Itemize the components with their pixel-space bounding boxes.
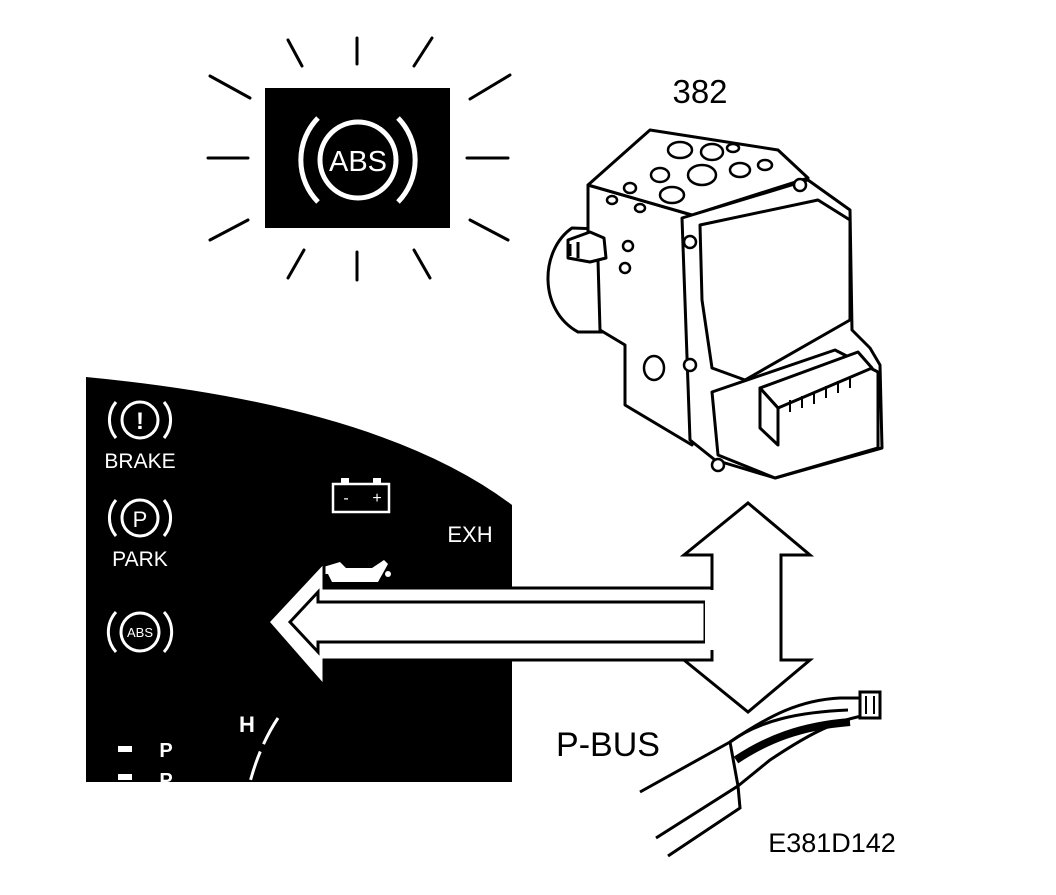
ray (468, 73, 512, 101)
park-label: PARK (112, 548, 168, 571)
oil-pressure-telltale (320, 560, 391, 582)
park-circle-icon (120, 498, 160, 538)
ray (208, 74, 252, 100)
right-bracket-icon (396, 116, 418, 204)
lamp-panel (265, 88, 450, 228)
arrow-joint-mask (705, 590, 717, 650)
gauge-h-label: H (239, 712, 255, 737)
bracket-icon (108, 499, 118, 537)
gear-marker-icon (118, 774, 132, 780)
cable-wire-icon (729, 708, 849, 744)
left-bracket-icon (298, 116, 320, 204)
abs-circle-icon (119, 611, 161, 653)
brake-circle-icon (120, 400, 160, 440)
gear-p-label-2: P (159, 770, 172, 792)
ray (412, 36, 434, 68)
cable-sheath-icon (655, 783, 742, 858)
oil-can-icon (320, 560, 388, 582)
p-bus-label: P-BUS (556, 726, 660, 764)
module-body-icon (546, 128, 884, 480)
gear-marker-icon (118, 746, 132, 752)
airbag-label-line1: AIR (222, 580, 259, 605)
gear-p-label: P (159, 740, 172, 762)
ray (286, 248, 306, 280)
bracket-icon (108, 401, 118, 439)
ray (412, 248, 432, 280)
cable-wire-icon (733, 718, 851, 764)
bracket-icon (162, 611, 174, 653)
light-rays (206, 36, 512, 282)
port-holes-icon (605, 140, 808, 473)
battery-plus: + (372, 490, 381, 507)
brake-label: BRAKE (104, 450, 175, 473)
figure-code: E381D142 (768, 828, 896, 858)
instrument-cluster: ! BRAKE P PARK ABS - + (86, 377, 512, 792)
ray (208, 218, 250, 242)
abs-small-label: ABS (127, 625, 153, 640)
brake-telltale: ! BRAKE (104, 400, 176, 473)
lamp-label: ABS (329, 146, 387, 178)
brake-symbol: ! (136, 408, 144, 435)
cable-sheath-icon (728, 741, 740, 787)
exh-label: EXH (447, 522, 492, 547)
bracket-icon (106, 611, 118, 653)
battery-telltale: - + (331, 478, 391, 514)
cluster-panel (86, 377, 512, 782)
module-number: 382 (672, 73, 727, 110)
bracket-icon (162, 499, 172, 537)
abs-telltale: ABS (106, 611, 174, 653)
battery-terminal-icon (373, 478, 381, 484)
battery-icon (331, 482, 391, 514)
park-symbol: P (133, 507, 148, 532)
gauge-arc (248, 717, 280, 783)
park-telltale: P PARK (108, 498, 172, 571)
cable-connector-icon (858, 690, 882, 720)
bidirectional-arrow (679, 501, 815, 714)
connector-pins-icon (789, 376, 851, 412)
oil-drop-icon (385, 571, 391, 577)
airbag-label-line2: BAG (215, 610, 261, 635)
battery-minus: - (343, 490, 348, 507)
battery-terminal-icon (341, 478, 349, 484)
p-bus-cable: P-BUS (556, 690, 882, 858)
abs-warning-lamp: ABS (206, 36, 512, 282)
abs-ring-icon (317, 119, 399, 201)
ray (468, 218, 510, 242)
ray (286, 38, 304, 68)
bracket-icon (162, 401, 172, 439)
cable-harness-icon (639, 696, 864, 794)
abs-module: 382 (546, 73, 884, 480)
